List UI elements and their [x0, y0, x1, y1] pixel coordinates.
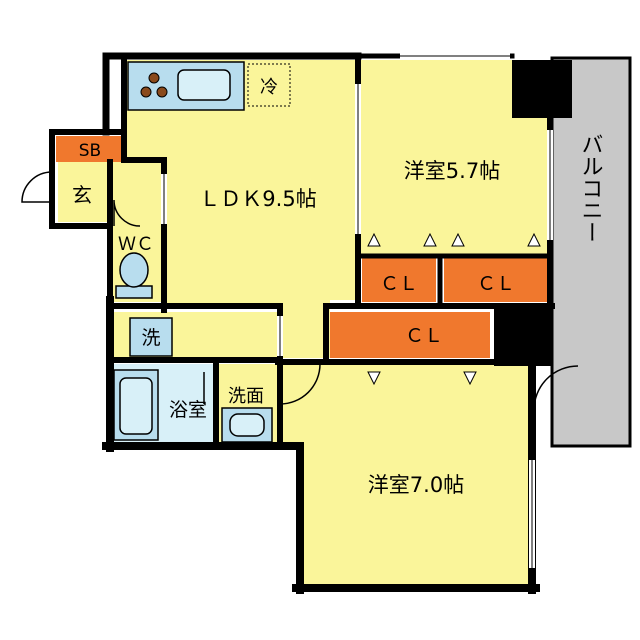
doors: [21, 171, 579, 411]
washbasin-icon: [221, 407, 273, 443]
pillar-top-right: [512, 60, 572, 118]
entrance-floor: [58, 162, 110, 222]
closet-2: [444, 258, 548, 302]
western-room-2-floor: [280, 360, 530, 586]
stove-icon: [140, 72, 168, 98]
washer-area: [129, 317, 173, 357]
ldk-floor: [122, 60, 358, 358]
closet-1-label: ＣＬ: [380, 273, 418, 295]
closet-3: [338, 312, 490, 358]
bathroom-label: 浴室: [169, 399, 207, 421]
bathtub-icon: [113, 369, 159, 441]
toilet-icon: [115, 252, 153, 299]
laundry-label: 洗: [141, 327, 160, 349]
western-room-1-label: 洋室5.7帖: [404, 159, 500, 183]
closet-2-label: ＣＬ: [477, 273, 515, 295]
closet-1: [362, 258, 436, 302]
western-room-2-label: 洋室7.0帖: [368, 473, 464, 497]
entrance-label: 玄: [72, 183, 92, 207]
washroom-label: 洗面: [228, 386, 264, 407]
pillar-mid-right: [494, 306, 552, 366]
sink-icon: [177, 69, 231, 101]
shoe-box: [56, 136, 124, 162]
closet-3-side: [330, 312, 346, 358]
windows: [161, 53, 553, 568]
shoe-box-label: SB: [79, 141, 101, 161]
closet-door-markers: [367, 232, 541, 386]
closet-3-label: ＣＬ: [405, 325, 443, 347]
balcony: [550, 56, 632, 448]
wc-label: ＷＣ: [118, 234, 154, 255]
balcony-label: バルコニー: [578, 133, 603, 243]
ldk-label: ＬＤＫ9.5帖: [199, 187, 316, 211]
fridge-label: 冷: [260, 77, 278, 98]
hall-floor: [110, 162, 164, 232]
fridge-icon: [247, 63, 291, 107]
